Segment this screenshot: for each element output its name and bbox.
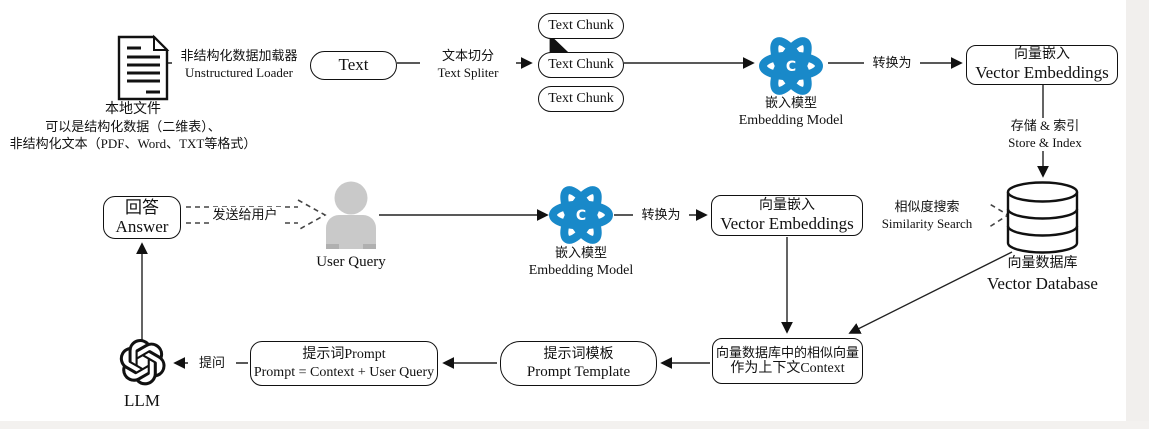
text-chunk-label: Text Chunk [548, 57, 614, 73]
answer-en: Answer [115, 216, 169, 236]
prompt-template-en: Prompt Template [526, 363, 631, 380]
loader-label-zh: 非结构化数据加载器 [180, 48, 298, 63]
loader-label-en: Unstructured Loader [185, 64, 293, 80]
embedding-model-caption-middle: 嵌入模型 Embedding Model [516, 245, 646, 280]
text-chunk-label: Text Chunk [548, 18, 614, 34]
bottom-edge-strip [0, 421, 1149, 429]
svg-text:C: C [786, 59, 796, 75]
context-zh: 向量数据库中的相似向量 [715, 344, 859, 360]
local-file-title: 本地文件 [105, 102, 161, 117]
answer-box: 回答 Answer [103, 196, 181, 239]
embedding-model-icon-top: C [759, 37, 823, 95]
prompt-zh: 提示词Prompt [302, 347, 386, 363]
user-query-text: User Query [316, 254, 386, 270]
text-spliter-label: 文本切分 Text Spliter [420, 48, 516, 82]
answer-zh: 回答 [125, 197, 159, 217]
prompt-en: Prompt = Context + User Query [253, 364, 435, 380]
convert-label-text: 转换为 [641, 207, 681, 222]
vector-embeddings-en: Vector Embeddings [975, 63, 1109, 83]
embed-caption-en: Embedding Model [738, 112, 844, 128]
embedding-model-icon-middle: C [549, 186, 613, 244]
vector-database-caption: 向量数据库 Vector Database [960, 255, 1125, 295]
ask-label: 提问 [188, 355, 236, 372]
llm-caption-text: LLM [124, 391, 160, 410]
vector-embeddings-box-middle: 向量嵌入 Vector Embeddings [711, 195, 863, 236]
prompt-template-zh: 提示词模板 [543, 346, 614, 362]
text-chunk-label: Text Chunk [548, 91, 614, 107]
llm-openai-icon [119, 339, 166, 386]
text-node-box: Text [310, 51, 397, 80]
store-label-en: Store & Index [1008, 134, 1082, 150]
llm-caption: LLM [110, 390, 174, 412]
context-en: 作为上下文Context [730, 361, 845, 377]
document-icon [117, 34, 170, 101]
vector-embeddings-en: Vector Embeddings [720, 213, 854, 233]
sim-label-en: Similarity Search [881, 215, 973, 231]
context-box: 向量数据库中的相似向量 作为上下文Context [712, 338, 863, 384]
vector-database-icon [1006, 181, 1079, 254]
vector-embeddings-box-top: 向量嵌入 Vector Embeddings [966, 45, 1118, 85]
db-caption-en: Vector Database [987, 273, 1098, 293]
store-label-zh: 存储 & 索引 [1010, 118, 1080, 133]
text-chunk-box-1: Text Chunk [538, 13, 624, 39]
embed-caption-zh: 嵌入模型 [554, 245, 607, 260]
text-chunk-box-3: Text Chunk [538, 86, 624, 112]
local-file-line3: 非结构化文本（PDF、Word、TXT等格式） [9, 135, 257, 151]
local-file-caption: 本地文件 可以是结构化数据（二维表）、 非结构化文本（PDF、Word、TXT等… [2, 101, 264, 152]
user-query-caption: User Query [300, 253, 402, 272]
embed-caption-zh: 嵌入模型 [764, 95, 817, 110]
sim-label-zh: 相似度搜索 [894, 199, 960, 214]
db-caption-zh: 向量数据库 [1007, 256, 1078, 271]
store-index-label: 存储 & 索引 Store & Index [988, 118, 1102, 152]
local-file-line2: 可以是结构化数据（二维表）、 [45, 118, 221, 134]
right-edge-strip [1126, 0, 1149, 429]
svg-text:C: C [576, 208, 586, 224]
convert-label-top: 转换为 [864, 55, 920, 72]
text-node-label: Text [338, 55, 369, 75]
convert-label-middle: 转换为 [633, 207, 689, 224]
split-label-en: Text Spliter [437, 64, 499, 80]
vector-embeddings-zh: 向量嵌入 [759, 197, 815, 213]
vector-embeddings-zh: 向量嵌入 [1014, 47, 1070, 63]
similarity-search-label: 相似度搜索 Similarity Search [866, 199, 988, 233]
ask-label-text: 提问 [198, 355, 225, 370]
convert-label-text: 转换为 [872, 55, 912, 70]
user-icon [326, 181, 376, 249]
prompt-template-box: 提示词模板 Prompt Template [500, 341, 657, 386]
send-to-user-label: 发送给用户 [209, 207, 281, 224]
send-label-text: 发送给用户 [212, 207, 278, 222]
unstructured-loader-label: 非结构化数据加载器 Unstructured Loader [172, 48, 306, 82]
split-label-zh: 文本切分 [441, 48, 494, 63]
prompt-box: 提示词Prompt Prompt = Context + User Query [250, 341, 438, 386]
text-chunk-box-2: Text Chunk [538, 52, 624, 78]
embed-caption-en: Embedding Model [528, 262, 634, 278]
embedding-model-caption-top: 嵌入模型 Embedding Model [726, 95, 856, 130]
